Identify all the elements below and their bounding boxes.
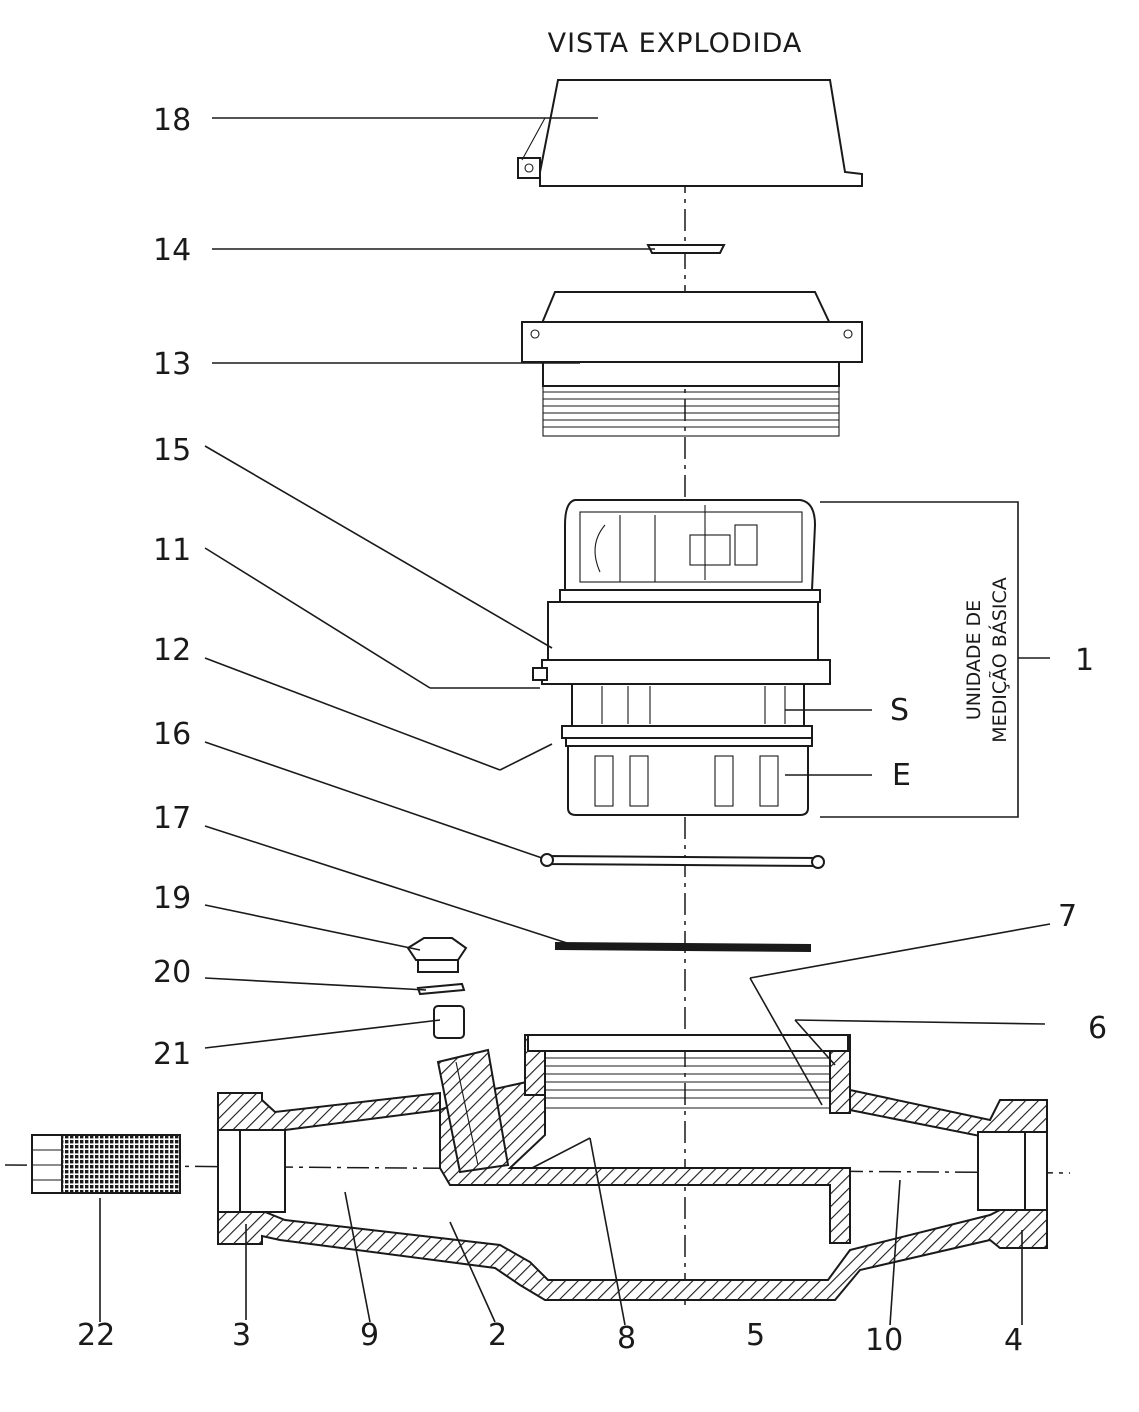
label-7: 7 — [1058, 899, 1077, 934]
part-17-gasket — [555, 941, 811, 953]
label-12: 12 — [153, 633, 191, 668]
part-13-ring — [521, 291, 863, 437]
label-e: E — [892, 758, 911, 793]
part-16-oring — [540, 853, 825, 869]
diagram-title: VISTA EXPLODIDA — [548, 28, 803, 59]
label-3: 3 — [232, 1318, 251, 1353]
label-21: 21 — [153, 1037, 191, 1072]
label-16: 16 — [153, 717, 191, 752]
part-20-washer — [416, 982, 466, 996]
label-s: S — [890, 693, 909, 728]
label-6: 6 — [1088, 1011, 1107, 1046]
body-threads — [545, 1057, 830, 1099]
label-1: 1 — [1075, 643, 1094, 678]
side-label-line1: UNIDADE DE — [963, 600, 985, 720]
part-21-insert — [433, 1005, 465, 1039]
label-14: 14 — [153, 233, 191, 268]
label-9: 9 — [360, 1318, 379, 1353]
label-11: 11 — [153, 533, 191, 568]
label-10: 10 — [865, 1323, 903, 1358]
part-1-measuring-unit — [532, 499, 831, 816]
ring-threads — [543, 391, 839, 428]
part-19-plug — [406, 937, 468, 973]
part-22-strainer — [31, 1134, 181, 1194]
label-22: 22 — [77, 1318, 115, 1353]
label-13: 13 — [153, 347, 191, 382]
label-4: 4 — [1004, 1323, 1023, 1358]
label-5: 5 — [746, 1318, 765, 1353]
part-14-seal — [646, 244, 726, 254]
leader-lines — [99, 117, 1051, 1326]
part-2-meter-body — [217, 1034, 1048, 1301]
label-2: 2 — [488, 1318, 507, 1353]
side-label-line2: MEDIÇÃO BÁSICA — [988, 577, 1011, 743]
label-18: 18 — [153, 103, 191, 138]
label-8: 8 — [617, 1321, 636, 1356]
part-18-lid — [517, 79, 863, 187]
callout-labels: 18 14 13 15 11 12 16 17 19 20 21 1 S E 7… — [77, 103, 1107, 1358]
label-15: 15 — [153, 433, 191, 468]
label-17: 17 — [153, 801, 191, 836]
label-19: 19 — [153, 881, 191, 916]
label-20: 20 — [153, 955, 191, 990]
side-label-unit: UNIDADE DE MEDIÇÃO BÁSICA — [963, 577, 1011, 743]
